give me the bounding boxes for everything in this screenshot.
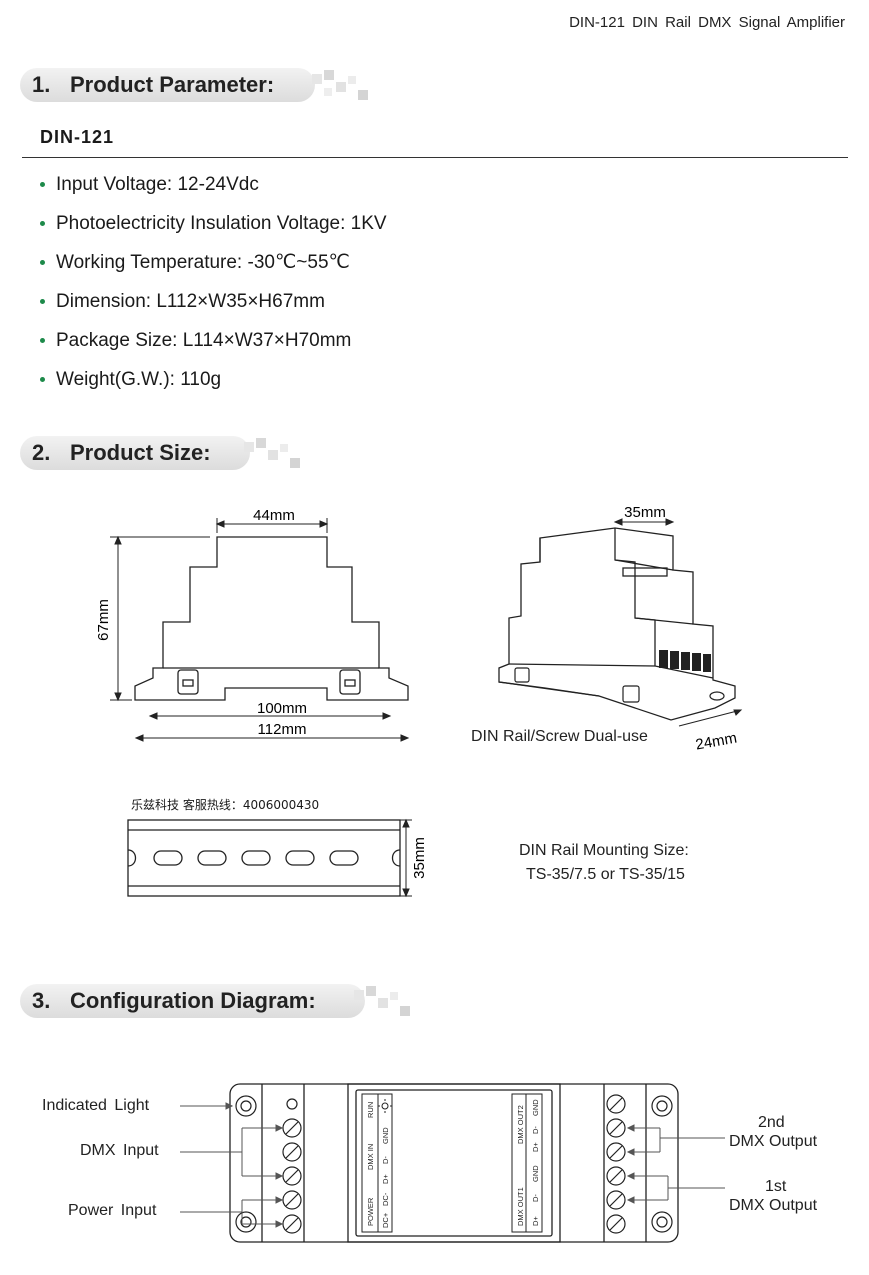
terminal-label: DMX IN xyxy=(366,1144,375,1170)
model-name: DIN-121 xyxy=(40,127,115,147)
spec-item: Package Size: L114×W37×H70mm xyxy=(38,328,387,367)
terminal-label: DC+ xyxy=(381,1212,390,1228)
terminal-label: RUN xyxy=(366,1102,375,1118)
spec-item: Working Temperature: -30℃~55℃ xyxy=(38,250,387,289)
isometric-drawing: 35mm 24mm xyxy=(498,504,743,750)
terminal-label: D- xyxy=(531,1194,540,1202)
terminal-label: GND xyxy=(531,1165,540,1182)
section-title: Product Parameter: xyxy=(70,72,275,97)
label-2nd: 2nd xyxy=(758,1114,785,1131)
divider xyxy=(22,157,848,158)
label-1st-dmx-output: DMX Output xyxy=(729,1197,818,1214)
dim-height: 67mm xyxy=(95,599,112,641)
terminal-label: GND xyxy=(531,1099,540,1116)
mounting-hole-icons xyxy=(235,1095,673,1233)
mount-size-value: TS-35/7.5 or TS-35/15 xyxy=(526,866,685,883)
spec-item: Photoelectricity Insulation Voltage: 1KV xyxy=(38,211,387,250)
dim-front-width: 44mm xyxy=(253,507,295,524)
din-rail-drawing: 35mm xyxy=(127,818,428,898)
terminal-label: DMX OUT1 xyxy=(516,1187,525,1226)
document-header: DIN-121 DIN Rail DMX Signal Amplifier xyxy=(569,14,845,31)
terminal-label: DMX OUT2 xyxy=(516,1105,525,1144)
led-icon xyxy=(378,1099,392,1113)
terminal-label: D+ xyxy=(381,1174,390,1184)
spec-item: Dimension: L112×W35×H67mm xyxy=(38,289,387,328)
mount-size-title: DIN Rail Mounting Size: xyxy=(519,842,689,859)
section-title: Product Size: xyxy=(70,440,211,465)
terminal-label: D+ xyxy=(531,1142,540,1152)
section-decoration xyxy=(354,986,410,1016)
section-number: 2. xyxy=(32,440,51,465)
section-heading-size: 2. Product Size: xyxy=(20,436,260,470)
label-1st: 1st xyxy=(765,1178,787,1195)
spec-item: Weight(G.W.): 110g xyxy=(38,367,387,406)
spec-item: Input Voltage: 12-24Vdc xyxy=(38,172,387,211)
label-dmx-input: DMX Input xyxy=(80,1142,159,1159)
section-decoration xyxy=(244,438,300,468)
iso-caption: DIN Rail/Screw Dual-use xyxy=(471,728,648,745)
dim-base-width: 100mm xyxy=(257,700,307,717)
dim-iso-depth: 24mm xyxy=(694,730,738,750)
section-title: Configuration Diagram: xyxy=(70,988,316,1013)
section-decoration xyxy=(312,70,368,100)
terminal-label: D- xyxy=(531,1126,540,1134)
terminal-label: D+ xyxy=(531,1216,540,1226)
watermark-text: 乐兹科技 客服热线：4006000430 xyxy=(131,798,320,812)
label-2nd-dmx-output: DMX Output xyxy=(729,1133,818,1150)
section-number: 3. xyxy=(32,988,51,1013)
terminal-label: POWER xyxy=(366,1197,375,1226)
left-screw-terminal-icons xyxy=(282,1098,302,1234)
section-heading-config: 3. Configuration Diagram: xyxy=(20,984,380,1018)
terminal-label: D- xyxy=(381,1156,390,1164)
label-power-input: Power Input xyxy=(68,1202,157,1219)
section-number: 1. xyxy=(32,72,51,97)
label-indicated-light: Indicated Light xyxy=(42,1097,150,1114)
dim-rail-height: 35mm xyxy=(411,837,428,879)
spec-list: Input Voltage: 12-24Vdc Photoelectricity… xyxy=(38,172,387,406)
dim-iso-width: 35mm xyxy=(624,504,666,521)
dim-total-length: 112mm xyxy=(258,721,307,738)
front-view-drawing: 44mm 67mm 100mm 112mm xyxy=(95,507,410,742)
terminal-label: DC- xyxy=(381,1192,390,1206)
configuration-diagram: RUN DMX IN GND D- D+ POWER DC- DC+ DMX O… xyxy=(180,1083,725,1243)
right-screw-terminal-icons xyxy=(606,1094,626,1234)
section-heading-parameter: 1. Product Parameter: xyxy=(20,68,320,102)
terminal-label: GND xyxy=(381,1127,390,1144)
